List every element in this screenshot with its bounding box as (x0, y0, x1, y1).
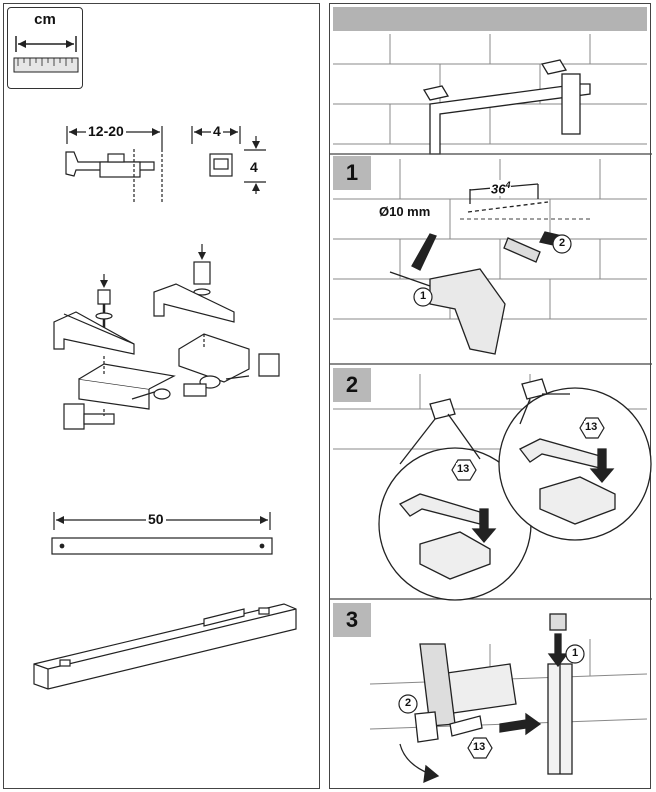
bracket-width-label: 12-20 (86, 123, 126, 139)
unit-label: cm (34, 11, 56, 28)
slot-height-label: 4 (248, 159, 260, 175)
callout-wrench-left: 13 (456, 463, 471, 475)
callout-drill: 1 (419, 290, 428, 302)
header-bar (333, 7, 647, 31)
callout-rotate: 2 (404, 697, 413, 709)
callout-anchor: 2 (558, 237, 567, 249)
step-2-badge: 2 (333, 368, 371, 402)
steps-drawing (330, 34, 652, 784)
slot-width-label: 4 (211, 123, 223, 139)
callout-wrench-step3: 13 (472, 741, 487, 753)
rail-length-label: 50 (146, 511, 166, 527)
unit-legend: cm (7, 7, 83, 89)
steps-panel: 1 2 3 Ø10 mm 364 1 2 13 13 1 2 13 (329, 3, 652, 789)
step-3-badge: 3 (333, 603, 371, 637)
parts-panel: cm (3, 3, 320, 789)
hole-spacing-label: 364 (490, 180, 512, 197)
parts-drawing (33, 126, 297, 690)
callout-insert: 1 (571, 647, 580, 659)
drill-diameter-label: Ø10 mm (378, 204, 432, 219)
callout-wrench-right: 13 (584, 421, 599, 433)
step-1-badge: 1 (333, 156, 371, 190)
ruler-icon (13, 36, 79, 73)
